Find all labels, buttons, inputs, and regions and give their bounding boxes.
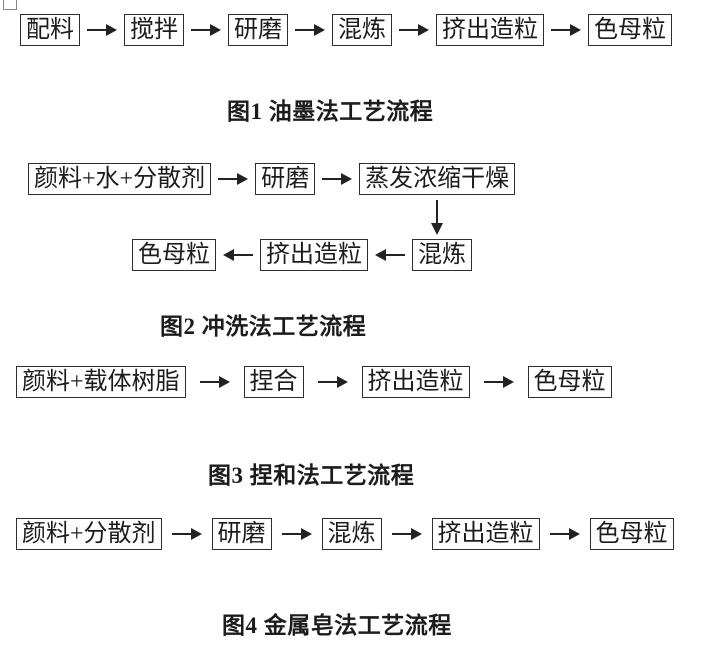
fig4-step-box: 研磨: [211, 518, 272, 550]
arrow-right-icon: [191, 24, 221, 36]
arrow-right-icon: [391, 528, 422, 540]
fig4-step-box: 挤出造粒: [431, 518, 540, 550]
fig1-step-box: 研磨: [228, 14, 288, 46]
fig2-step-box: 色母粒: [132, 239, 216, 271]
fig1-step-box: 混炼: [332, 14, 392, 46]
fig2-flow-row1: 颜料+水+分散剂 研磨 蒸发浓缩干燥: [28, 163, 516, 195]
fig3-caption: 图3 捏和法工艺流程: [208, 463, 415, 488]
arrow-right-icon: [199, 376, 230, 388]
fig2-flow-row2: 色母粒 挤出造粒 混炼: [132, 239, 472, 271]
arrow-right-icon: [483, 376, 514, 388]
arrow-right-icon: [317, 376, 348, 388]
arrow-right-icon: [171, 528, 202, 540]
fig3-step-box: 挤出造粒: [361, 366, 470, 398]
fig4-step-box: 颜料+分散剂: [16, 518, 162, 550]
arrow-right-icon: [551, 24, 581, 36]
fig1-step-box: 色母粒: [588, 14, 672, 46]
fig2-caption: 图2 冲洗法工艺流程: [160, 314, 367, 339]
fig3-step-box: 颜料+载体树脂: [16, 366, 186, 398]
fig4-flow: 颜料+分散剂 研磨 混炼 挤出造粒 色母粒: [16, 518, 674, 550]
fig3-flow: 颜料+载体树脂 捏合 挤出造粒 色母粒: [16, 366, 612, 398]
fig4-step-box: 混炼: [321, 518, 382, 550]
fig2-step-box: 蒸发浓缩干燥: [359, 163, 516, 195]
arrow-right-icon: [295, 24, 325, 36]
fig3-step-box: 捏合: [243, 366, 304, 398]
fig4-caption: 图4 金属皂法工艺流程: [222, 613, 452, 638]
arrow-right-icon: [281, 528, 312, 540]
fig3-step-box: 色母粒: [527, 366, 612, 398]
fig4-step-box: 色母粒: [589, 518, 674, 550]
cropped-box-artifact: [3, 0, 17, 10]
arrow-left-icon: [223, 249, 253, 261]
fig1-caption: 图1 油墨法工艺流程: [227, 99, 434, 124]
fig2-step-box: 研磨: [255, 163, 316, 195]
fig2-step-box: 混炼: [412, 239, 472, 271]
fig2-step-box: 挤出造粒: [260, 239, 368, 271]
fig1-step-box: 挤出造粒: [436, 14, 544, 46]
arrow-left-icon: [375, 249, 405, 261]
fig2-step-box: 颜料+水+分散剂: [28, 163, 212, 195]
fig1-step-box: 配料: [20, 14, 80, 46]
arrow-right-icon: [399, 24, 429, 36]
arrow-right-icon: [87, 24, 117, 36]
arrow-right-icon: [218, 173, 249, 185]
arrow-right-icon: [322, 173, 353, 185]
arrow-down-icon: [430, 200, 444, 235]
fig1-flow: 配料 搅拌 研磨 混炼 挤出造粒 色母粒: [20, 14, 672, 46]
arrow-right-icon: [549, 528, 580, 540]
fig1-step-box: 搅拌: [124, 14, 184, 46]
